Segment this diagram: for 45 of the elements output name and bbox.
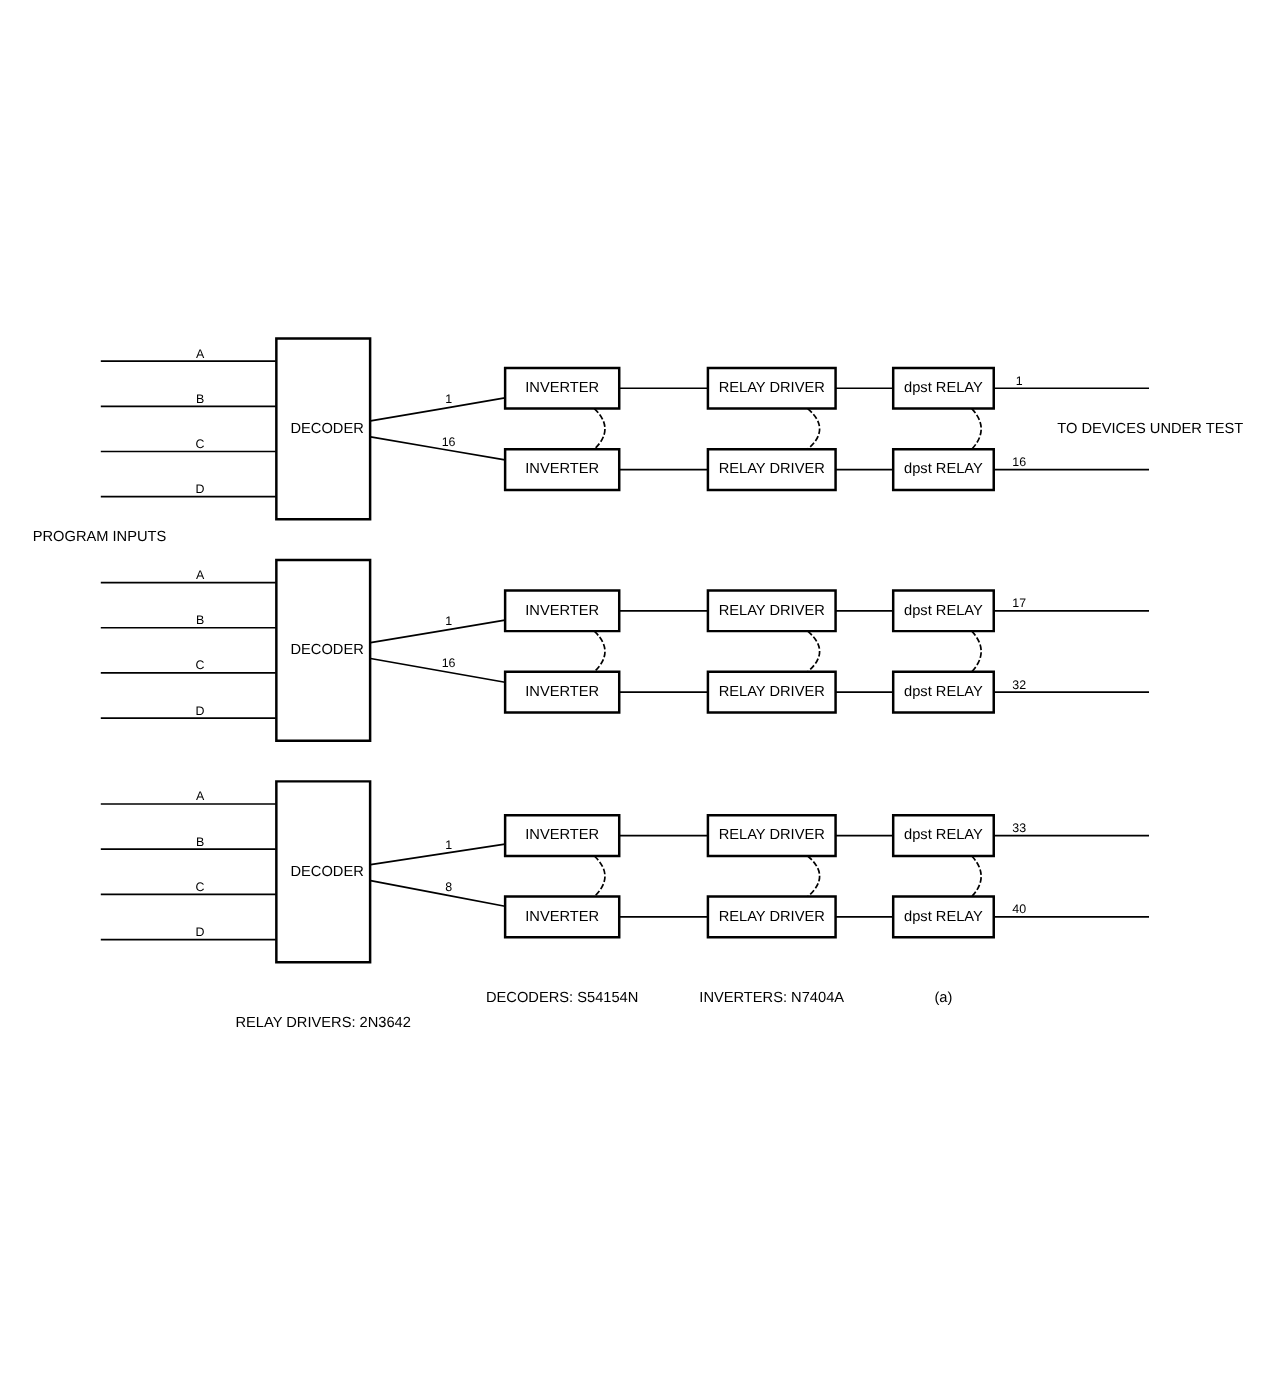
connector [369,436,506,461]
connector [369,619,506,644]
connector [99,626,277,629]
connector [993,387,1150,390]
connector [99,360,277,362]
connector [99,495,277,498]
connector [618,387,709,390]
connector [99,405,277,408]
connector [835,834,894,837]
connector [369,397,506,422]
connector [99,803,277,805]
connector [993,916,1150,918]
connector [99,848,277,850]
connector [99,672,277,674]
connector [993,609,1150,612]
connector [835,468,894,471]
connector [99,717,277,719]
connector [806,855,821,898]
connector [618,916,709,918]
connector [369,879,506,908]
connector [993,691,1150,693]
connector [618,609,709,612]
connector [970,855,982,898]
connector [806,630,821,673]
connector [835,691,894,693]
connector [970,407,982,450]
connector [369,657,506,684]
connector [99,893,277,896]
connector [99,450,277,453]
connector [835,609,894,612]
connector [99,581,277,584]
connector [835,916,894,918]
connector [593,407,606,450]
connector [993,834,1150,837]
connector [369,843,506,866]
connector [806,407,821,450]
connector [618,468,709,471]
connector [99,938,277,941]
connector [970,630,982,673]
connector [618,834,709,837]
connector [993,468,1150,471]
connector [593,630,606,673]
connector [618,691,709,693]
connector [593,855,606,898]
connector [835,387,894,390]
